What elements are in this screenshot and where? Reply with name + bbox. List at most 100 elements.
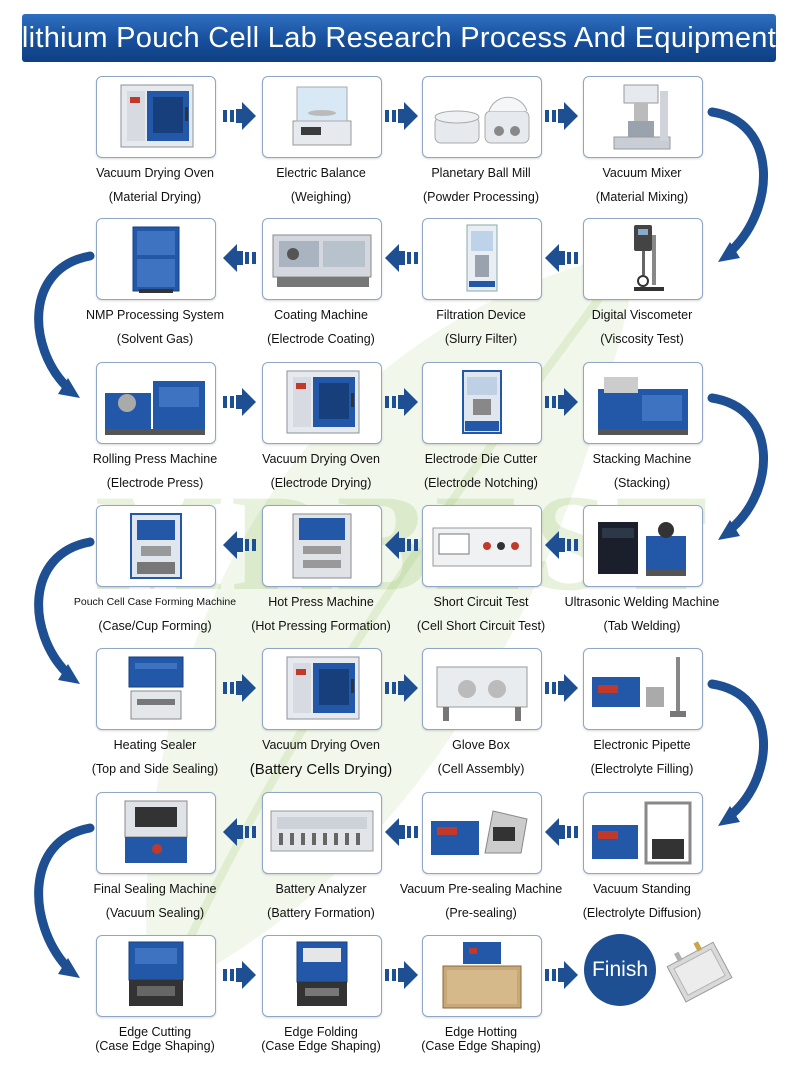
pipette-icon	[584, 649, 702, 729]
arrow-right-icon	[385, 674, 418, 702]
ball-mill-icon	[423, 77, 541, 157]
page-title: lithium Pouch Cell Lab Research Process …	[21, 21, 777, 54]
balance-icon	[263, 77, 381, 157]
sealer-icon	[97, 649, 215, 729]
arrow-left-icon	[545, 244, 578, 272]
process-step-card	[422, 935, 542, 1017]
step-name: Electronic Pipette	[593, 738, 691, 752]
process-step-card	[96, 76, 216, 158]
step-name: Heating Sealer	[113, 738, 197, 752]
arrow-right-icon	[385, 961, 418, 989]
finish-badge: Finish	[584, 934, 656, 1006]
step-name: Electrode Die Cutter	[424, 452, 538, 466]
finish-label: Finish	[591, 958, 649, 981]
curved-arrow-down-right-icon	[707, 393, 769, 540]
step-name: Vacuum Drying Oven	[262, 738, 380, 752]
coater-icon	[263, 219, 381, 299]
arrow-left-icon	[223, 818, 256, 846]
final-sealer-icon	[97, 793, 215, 873]
glovebox-icon	[423, 649, 541, 729]
arrow-left-icon	[385, 244, 418, 272]
process-step-card	[422, 505, 542, 587]
edge-folder-icon	[263, 936, 381, 1016]
step-purpose: (Material Drying)	[108, 190, 202, 204]
step-purpose: (Tab Welding)	[603, 619, 681, 633]
process-step-card	[583, 792, 703, 874]
arrow-right-icon	[223, 388, 256, 416]
step-name: Vacuum Drying Oven	[96, 166, 214, 180]
mixer-icon	[584, 77, 702, 157]
curved-arrow-down-right-icon	[707, 679, 769, 826]
step-purpose: (Powder Processing)	[422, 190, 539, 204]
pouch-cell-icon	[666, 941, 733, 1003]
arrow-left-icon	[545, 818, 578, 846]
process-step-card	[262, 648, 382, 730]
step-name: Vacuum Mixer	[602, 166, 682, 180]
step-name: Vacuum Standing	[593, 882, 691, 896]
step-purpose: (Material Mixing)	[595, 190, 689, 204]
arrow-right-icon	[385, 102, 418, 130]
edge-hotter-icon	[423, 936, 541, 1016]
step-name: Coating Machine	[274, 308, 368, 322]
step-name: Vacuum Pre-sealing Machine	[399, 882, 563, 896]
step-name: Edge Folding	[284, 1025, 358, 1039]
process-step-card	[422, 76, 542, 158]
arrow-left-icon	[385, 531, 418, 559]
process-step-card	[96, 792, 216, 874]
former-icon	[97, 506, 215, 586]
step-purpose: (Weighing)	[290, 190, 352, 204]
step-purpose: (Case Edge Shaping)	[95, 1039, 215, 1053]
arrow-right-icon	[545, 961, 578, 989]
step-name: Digital Viscometer	[591, 308, 693, 322]
arrow-left-icon	[223, 531, 256, 559]
step-name: Glove Box	[452, 738, 510, 752]
curved-arrow-down-left-icon	[34, 251, 95, 398]
process-step-card	[422, 792, 542, 874]
welder-icon	[584, 506, 702, 586]
process-step-card	[96, 218, 216, 300]
arrow-right-icon	[385, 388, 418, 416]
step-purpose: (Electrode Notching)	[424, 476, 538, 490]
process-step-card	[262, 362, 382, 444]
process-step-card	[583, 362, 703, 444]
arrow-right-icon	[545, 102, 578, 130]
presealer-icon	[423, 793, 541, 873]
oven-icon	[263, 363, 381, 443]
process-step-card	[262, 792, 382, 874]
step-purpose: (Electrode Drying)	[270, 476, 372, 490]
step-name: Edge Cutting	[118, 1025, 192, 1039]
step-purpose: (Case Edge Shaping)	[421, 1039, 541, 1053]
process-step-card	[422, 218, 542, 300]
step-name: Hot Press Machine	[268, 595, 374, 609]
process-step-card	[96, 648, 216, 730]
process-step-card	[583, 648, 703, 730]
title-banner: lithium Pouch Cell Lab Research Process …	[22, 14, 776, 62]
process-step-card	[262, 505, 382, 587]
step-purpose: (Electrolyte Diffusion)	[582, 906, 702, 920]
oven-icon	[97, 77, 215, 157]
press-icon	[97, 363, 215, 443]
standing-icon	[584, 793, 702, 873]
step-name: Vacuum Drying Oven	[262, 452, 380, 466]
process-step-card	[422, 648, 542, 730]
step-name: Electric Balance	[276, 166, 366, 180]
step-name: Rolling Press Machine	[92, 452, 218, 466]
curved-arrow-down-left-icon	[34, 823, 95, 978]
filter-icon	[423, 219, 541, 299]
curved-arrow-down-right-icon	[707, 107, 769, 262]
curved-arrow-down-left-icon	[34, 537, 95, 684]
step-name: Final Sealing Machine	[93, 882, 217, 896]
step-purpose: (Vacuum Sealing)	[105, 906, 205, 920]
step-purpose: (Hot Pressing Formation)	[251, 619, 391, 633]
step-purpose: (Solvent Gas)	[116, 332, 194, 346]
step-name: Ultrasonic Welding Machine	[564, 595, 720, 609]
step-purpose: (Cell Short Circuit Test)	[416, 619, 546, 633]
step-purpose: (Battery Formation)	[267, 906, 375, 920]
step-purpose: (Pre-sealing)	[445, 906, 517, 920]
step-purpose: (Electrode Press)	[106, 476, 204, 490]
hot-press-icon	[263, 506, 381, 586]
arrow-right-icon	[223, 102, 256, 130]
process-step-card	[96, 505, 216, 587]
